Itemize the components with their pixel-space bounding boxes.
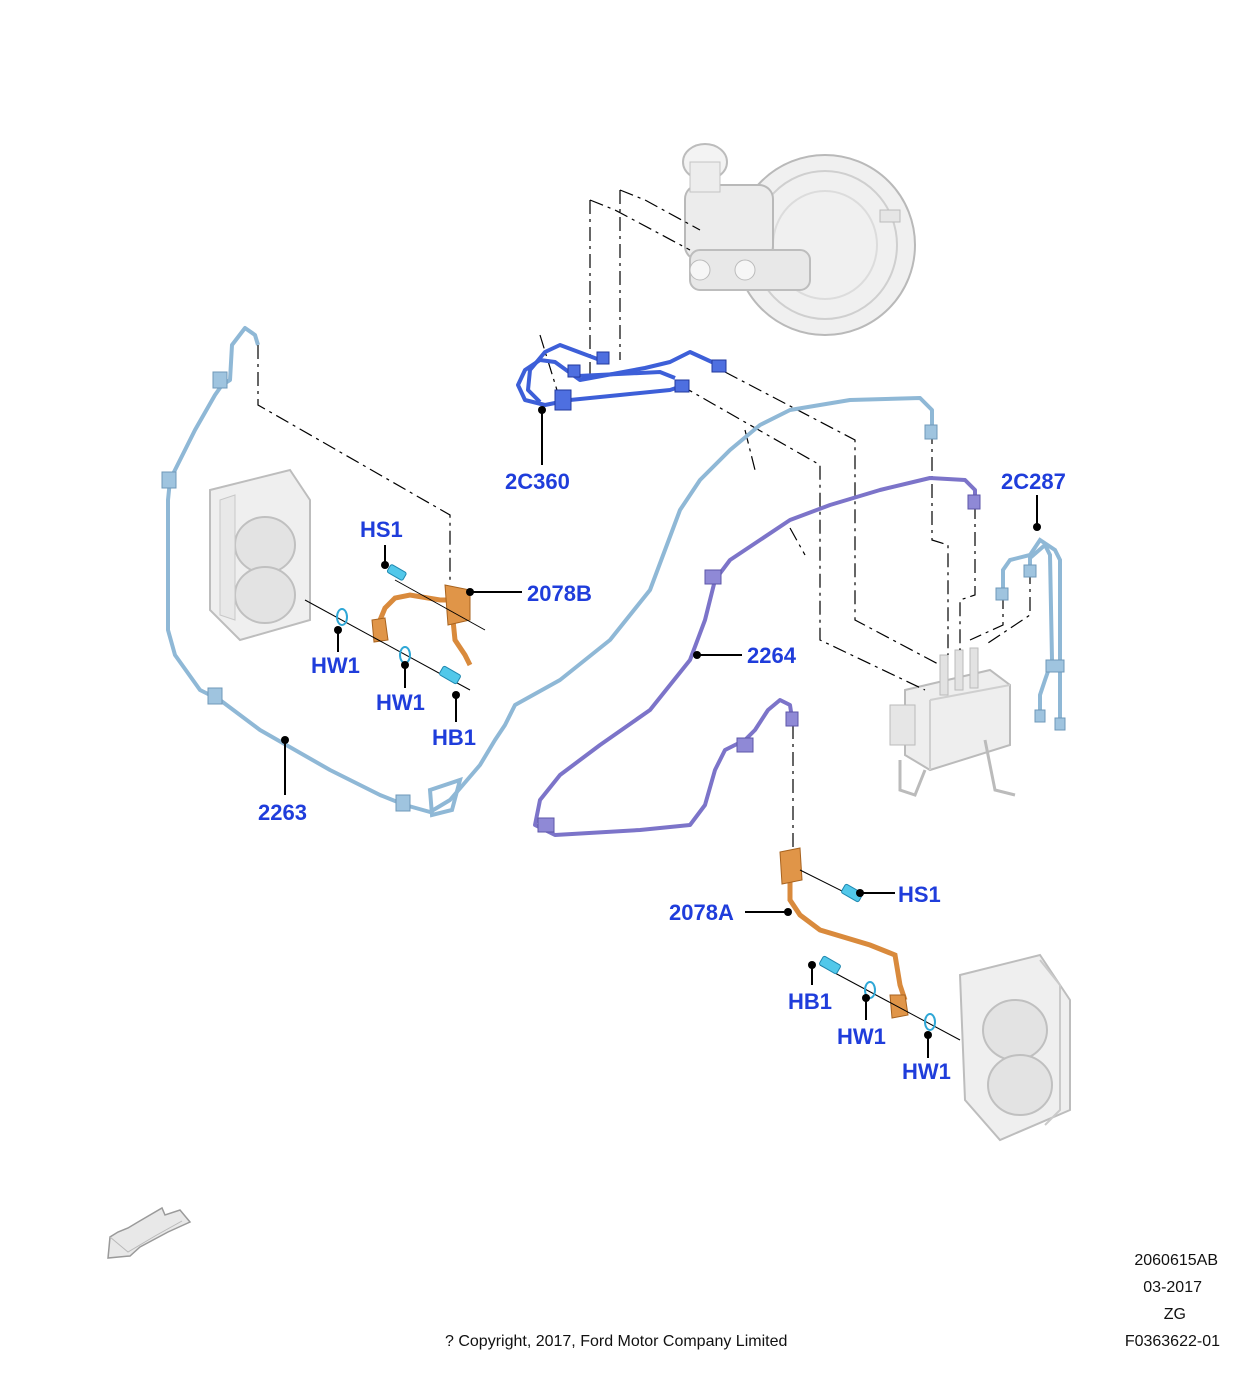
figure-id: F0363622-01	[1124, 1333, 1220, 1350]
bolt-hs1-top	[386, 564, 407, 581]
brake-hose-2078A	[779, 847, 961, 1041]
bolt-hb1-bottom	[819, 955, 841, 975]
fasteners	[336, 564, 936, 1031]
copyright-notice: ? Copyright, 2017, Ford Motor Company Li…	[445, 1333, 788, 1350]
washer-hw1-bottom-b	[924, 1013, 936, 1031]
callout-2263: 2263	[258, 800, 307, 825]
bolt-hb1-top	[439, 665, 461, 685]
callout-HW1-b: HW1	[376, 690, 425, 715]
brake-line-2264	[533, 476, 981, 837]
left-brake-caliper	[209, 468, 311, 642]
callout-2264: 2264	[747, 643, 797, 668]
leader-lines	[281, 406, 1041, 1058]
assembly-reference-lines	[257, 189, 1031, 860]
callout-HW1-c: HW1	[837, 1024, 886, 1049]
right-brake-caliper	[958, 953, 1071, 1142]
part-number: 2060615AB	[1134, 1252, 1218, 1269]
revision-date: 03-2017	[1143, 1279, 1202, 1296]
callout-HB1-bottom: HB1	[788, 989, 832, 1014]
callout-HW1-d: HW1	[902, 1059, 951, 1084]
callout-HS1-bottom: HS1	[898, 882, 941, 907]
abs-module	[889, 647, 1016, 797]
washer-hw1-top-a	[336, 608, 348, 626]
brake-booster-master-cylinder	[682, 143, 916, 336]
callout-2C360: 2C360	[505, 469, 570, 494]
brake-tube-2C360	[516, 343, 727, 411]
callout-HS1-top: HS1	[360, 517, 403, 542]
callout-2078A: 2078A	[669, 900, 734, 925]
callout-labels: 2C360 2C287 HS1 2078B HW1 HW1 HB1 2264 2…	[258, 469, 1066, 1084]
callout-2C287: 2C287	[1001, 469, 1066, 494]
brake-line-2263	[161, 326, 938, 818]
bolt-hs1-bottom	[841, 883, 863, 903]
region-code: ZG	[1163, 1306, 1186, 1323]
callout-2078B: 2078B	[527, 581, 592, 606]
front-direction-arrow-icon	[107, 1206, 192, 1259]
callout-HB1-top: HB1	[432, 725, 476, 750]
brake-tube-2C287	[995, 537, 1066, 731]
callout-HW1-a: HW1	[311, 653, 360, 678]
